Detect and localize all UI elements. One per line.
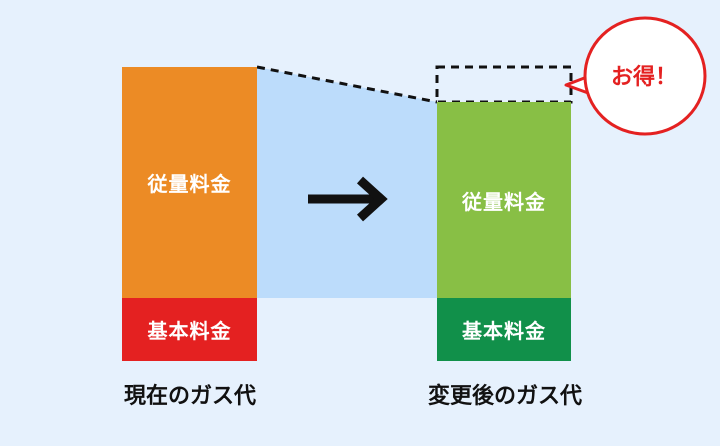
reduction-dashed-line [256, 65, 438, 104]
speech-bubble-icon [564, 16, 707, 136]
after-usage-block: 従量料金 [437, 102, 571, 298]
current-usage-block: 従量料金 [122, 67, 257, 298]
savings-dashed-box [435, 65, 573, 104]
current-caption: 現在のガス代 [123, 384, 256, 409]
connector-band [257, 67, 437, 298]
after-usage-label: 従量料金 [462, 189, 546, 214]
arrow-right-icon [308, 176, 388, 222]
current-usage-label: 従量料金 [147, 172, 232, 196]
savings-bubble-text: お得！ [610, 65, 677, 90]
current-base-label: 基本料金 [147, 319, 232, 343]
after-base-block: 基本料金 [437, 298, 571, 361]
current-base-block: 基本料金 [122, 298, 257, 361]
after-caption: 変更後のガス代 [427, 384, 582, 409]
after-base-label: 基本料金 [462, 319, 546, 343]
